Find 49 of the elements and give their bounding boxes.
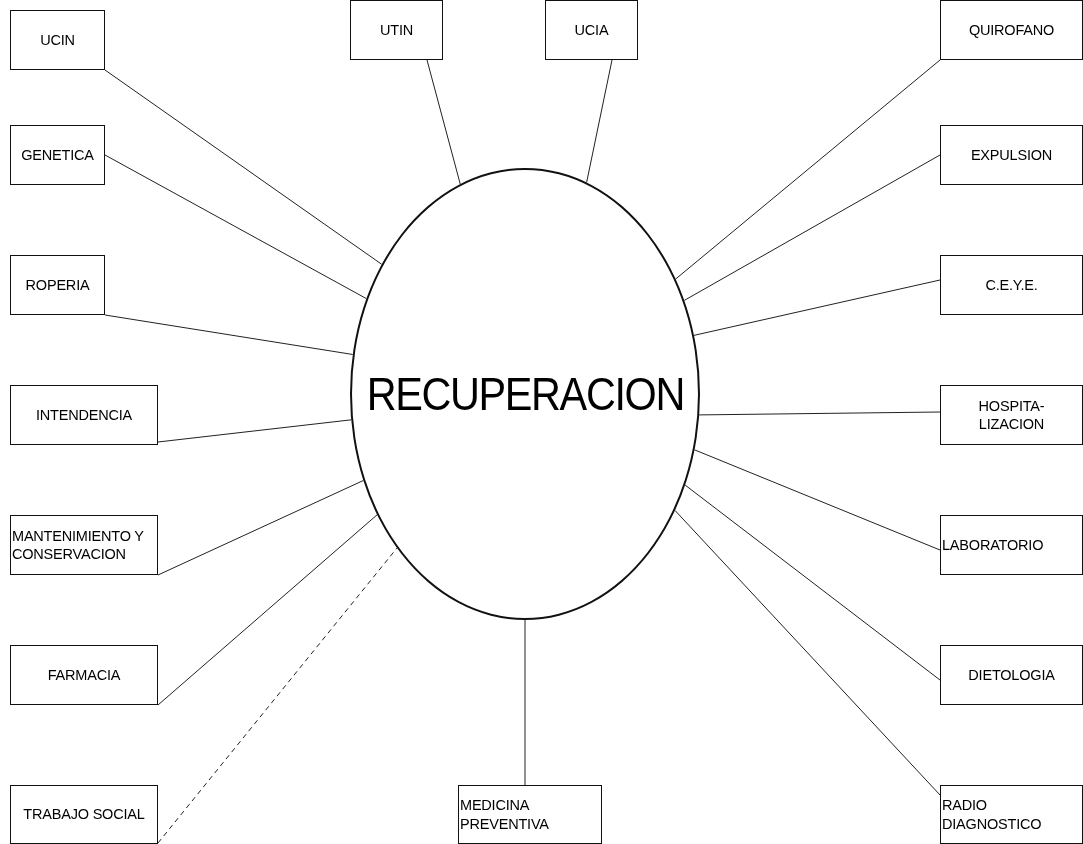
center-label: RECUPERACION: [366, 367, 684, 421]
department-label: EXPULSION: [970, 145, 1053, 165]
connector-line: [698, 411, 941, 416]
connector-line: [157, 419, 352, 443]
department-label: DIETOLOGIA: [968, 665, 1055, 685]
department-box: [940, 255, 1083, 315]
department-box: [10, 645, 158, 705]
department-box: [10, 785, 158, 844]
connector-line: [157, 514, 378, 706]
department-label: UTIN: [380, 20, 413, 40]
department-box: [940, 0, 1083, 60]
department-box: [10, 385, 158, 445]
connector-line: [694, 449, 941, 551]
connector-line: [683, 154, 941, 301]
department-box: [10, 10, 105, 70]
connector-line: [675, 59, 941, 280]
department-box: [10, 255, 105, 315]
connector-line: [104, 69, 383, 265]
connector-line: [524, 619, 526, 786]
department-label: UCIA: [574, 20, 609, 40]
department-label: HOSPITA- LIZACION: [977, 396, 1046, 434]
department-label: MEDICINA PREVENTIVA: [460, 796, 550, 833]
department-box: [940, 515, 1083, 575]
connector-line: [104, 154, 367, 300]
department-label: QUIROFANO: [968, 20, 1055, 40]
connector-line: [157, 547, 398, 844]
department-label: TRABAJO SOCIAL: [23, 805, 145, 824]
department-box: [940, 645, 1083, 705]
connector-line: [157, 480, 364, 576]
department-label: MANTENIMIENTO Y CONSERVACION: [12, 526, 145, 564]
department-label: ROPERIA: [25, 275, 90, 295]
department-box: [10, 125, 105, 185]
department-label: UCIN: [40, 30, 75, 50]
department-box: [940, 785, 1083, 844]
department-label: FARMACIA: [47, 665, 121, 685]
department-box: [10, 515, 158, 575]
department-label: GENETICA: [21, 145, 94, 165]
department-label: LABORATORIO: [942, 535, 1044, 555]
connector-line: [684, 484, 941, 681]
department-label: RADIO DIAGNOSTICO: [942, 796, 1043, 833]
department-box: [545, 0, 638, 60]
department-box: [350, 0, 443, 60]
department-box: [940, 385, 1083, 445]
connector-line: [674, 509, 941, 796]
department-label: INTENDENCIA: [35, 405, 133, 425]
department-label: C.E.Y.E.: [985, 275, 1038, 295]
department-box: [940, 125, 1083, 185]
department-box: [458, 785, 602, 844]
connector-line: [693, 279, 941, 336]
